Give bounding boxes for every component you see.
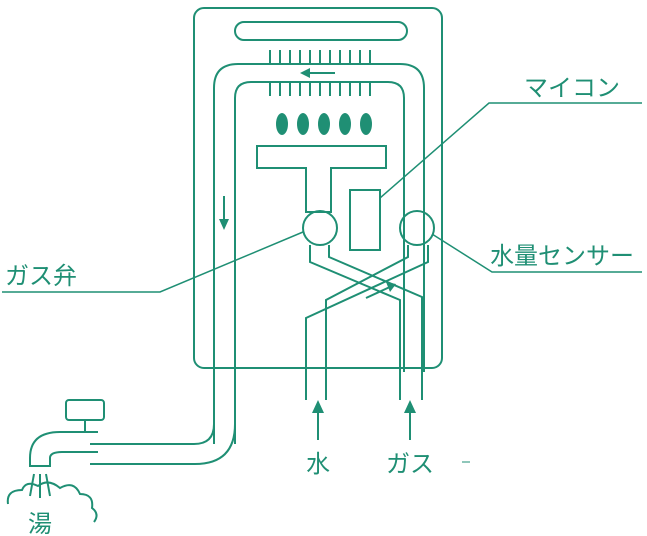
inlet-pipes — [305, 245, 429, 400]
microcomputer-box — [349, 189, 381, 251]
down-flow-arrow-icon — [219, 196, 229, 230]
label-water-flow-sensor: 水量センサー — [490, 242, 634, 270]
faucet-icon — [29, 399, 105, 467]
label-water: 水 — [306, 450, 330, 478]
top-slot — [234, 21, 408, 41]
water-spray-icon — [29, 473, 51, 498]
gas-valve-circle — [302, 210, 338, 246]
outlet-pipe — [90, 423, 236, 465]
label-hot-water: 湯 — [28, 510, 52, 536]
water-inlet-arrow-icon — [312, 400, 324, 440]
label-microcomputer: マイコン — [524, 74, 620, 102]
cross-flow-arrow-icon — [365, 282, 396, 299]
water-sensor-circle — [399, 210, 435, 246]
top-flow-arrow-icon — [300, 68, 335, 78]
heat-exchanger-fins — [269, 50, 371, 96]
label-gas-valve: ガス弁 — [5, 262, 77, 290]
leader-lines — [2, 102, 642, 293]
steam-cloud-icon — [6, 481, 98, 523]
burner — [256, 145, 387, 213]
burner-flames — [276, 113, 372, 135]
heater-housing — [193, 7, 443, 369]
gas-inlet-arrow-icon — [404, 400, 416, 440]
label-gas: ガス — [386, 450, 434, 478]
